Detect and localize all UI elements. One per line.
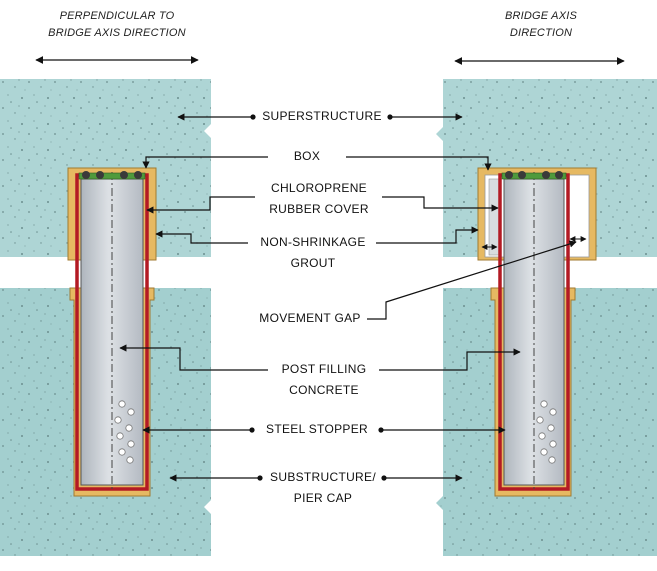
label-chloroprene: CHLOROPRENE RUBBER COVER [254, 178, 384, 220]
left-steel-stoppers [114, 400, 135, 464]
label-grout-line1: NON-SHRINKAGE [260, 235, 366, 249]
leader-lines [119, 113, 577, 482]
left-assembly [0, 79, 211, 556]
label-grout: NON-SHRINKAGE GROUT [248, 232, 378, 274]
label-substructure: SUBSTRUCTURE/ PIER CAP [262, 467, 384, 509]
right-assembly [436, 79, 657, 556]
label-grout-line2: GROUT [290, 256, 336, 270]
label-steel-stopper: STEEL STOPPER [266, 422, 368, 436]
label-chloroprene-line2: RUBBER COVER [269, 202, 369, 216]
right-steel-stoppers [536, 400, 557, 464]
right-header-line2: DIRECTION [509, 27, 573, 39]
left-header: PERPENDICULAR TO BRIDGE AXIS DIRECTION [28, 8, 206, 42]
label-chloroprene-line1: CHLOROPRENE [271, 181, 367, 195]
label-superstructure: SUPERSTRUCTURE [262, 109, 382, 123]
label-substructure-line1: SUBSTRUCTURE/ [270, 470, 376, 484]
label-box: BOX [293, 149, 321, 163]
dimension-arrows [35, 56, 625, 65]
label-post-filling-line1: POST FILLING [281, 362, 367, 376]
left-header-line2: BRIDGE AXIS DIRECTION [48, 27, 186, 39]
right-header: BRIDGE AXIS DIRECTION [478, 8, 604, 42]
label-movement-gap: MOVEMENT GAP [259, 311, 361, 325]
label-post-filling-line2: CONCRETE [289, 383, 359, 397]
left-header-line1: PERPENDICULAR TO [59, 10, 175, 22]
right-header-line1: BRIDGE AXIS [504, 10, 578, 22]
label-post-filling: POST FILLING CONCRETE [268, 359, 380, 401]
label-substructure-line2: PIER CAP [293, 491, 353, 505]
